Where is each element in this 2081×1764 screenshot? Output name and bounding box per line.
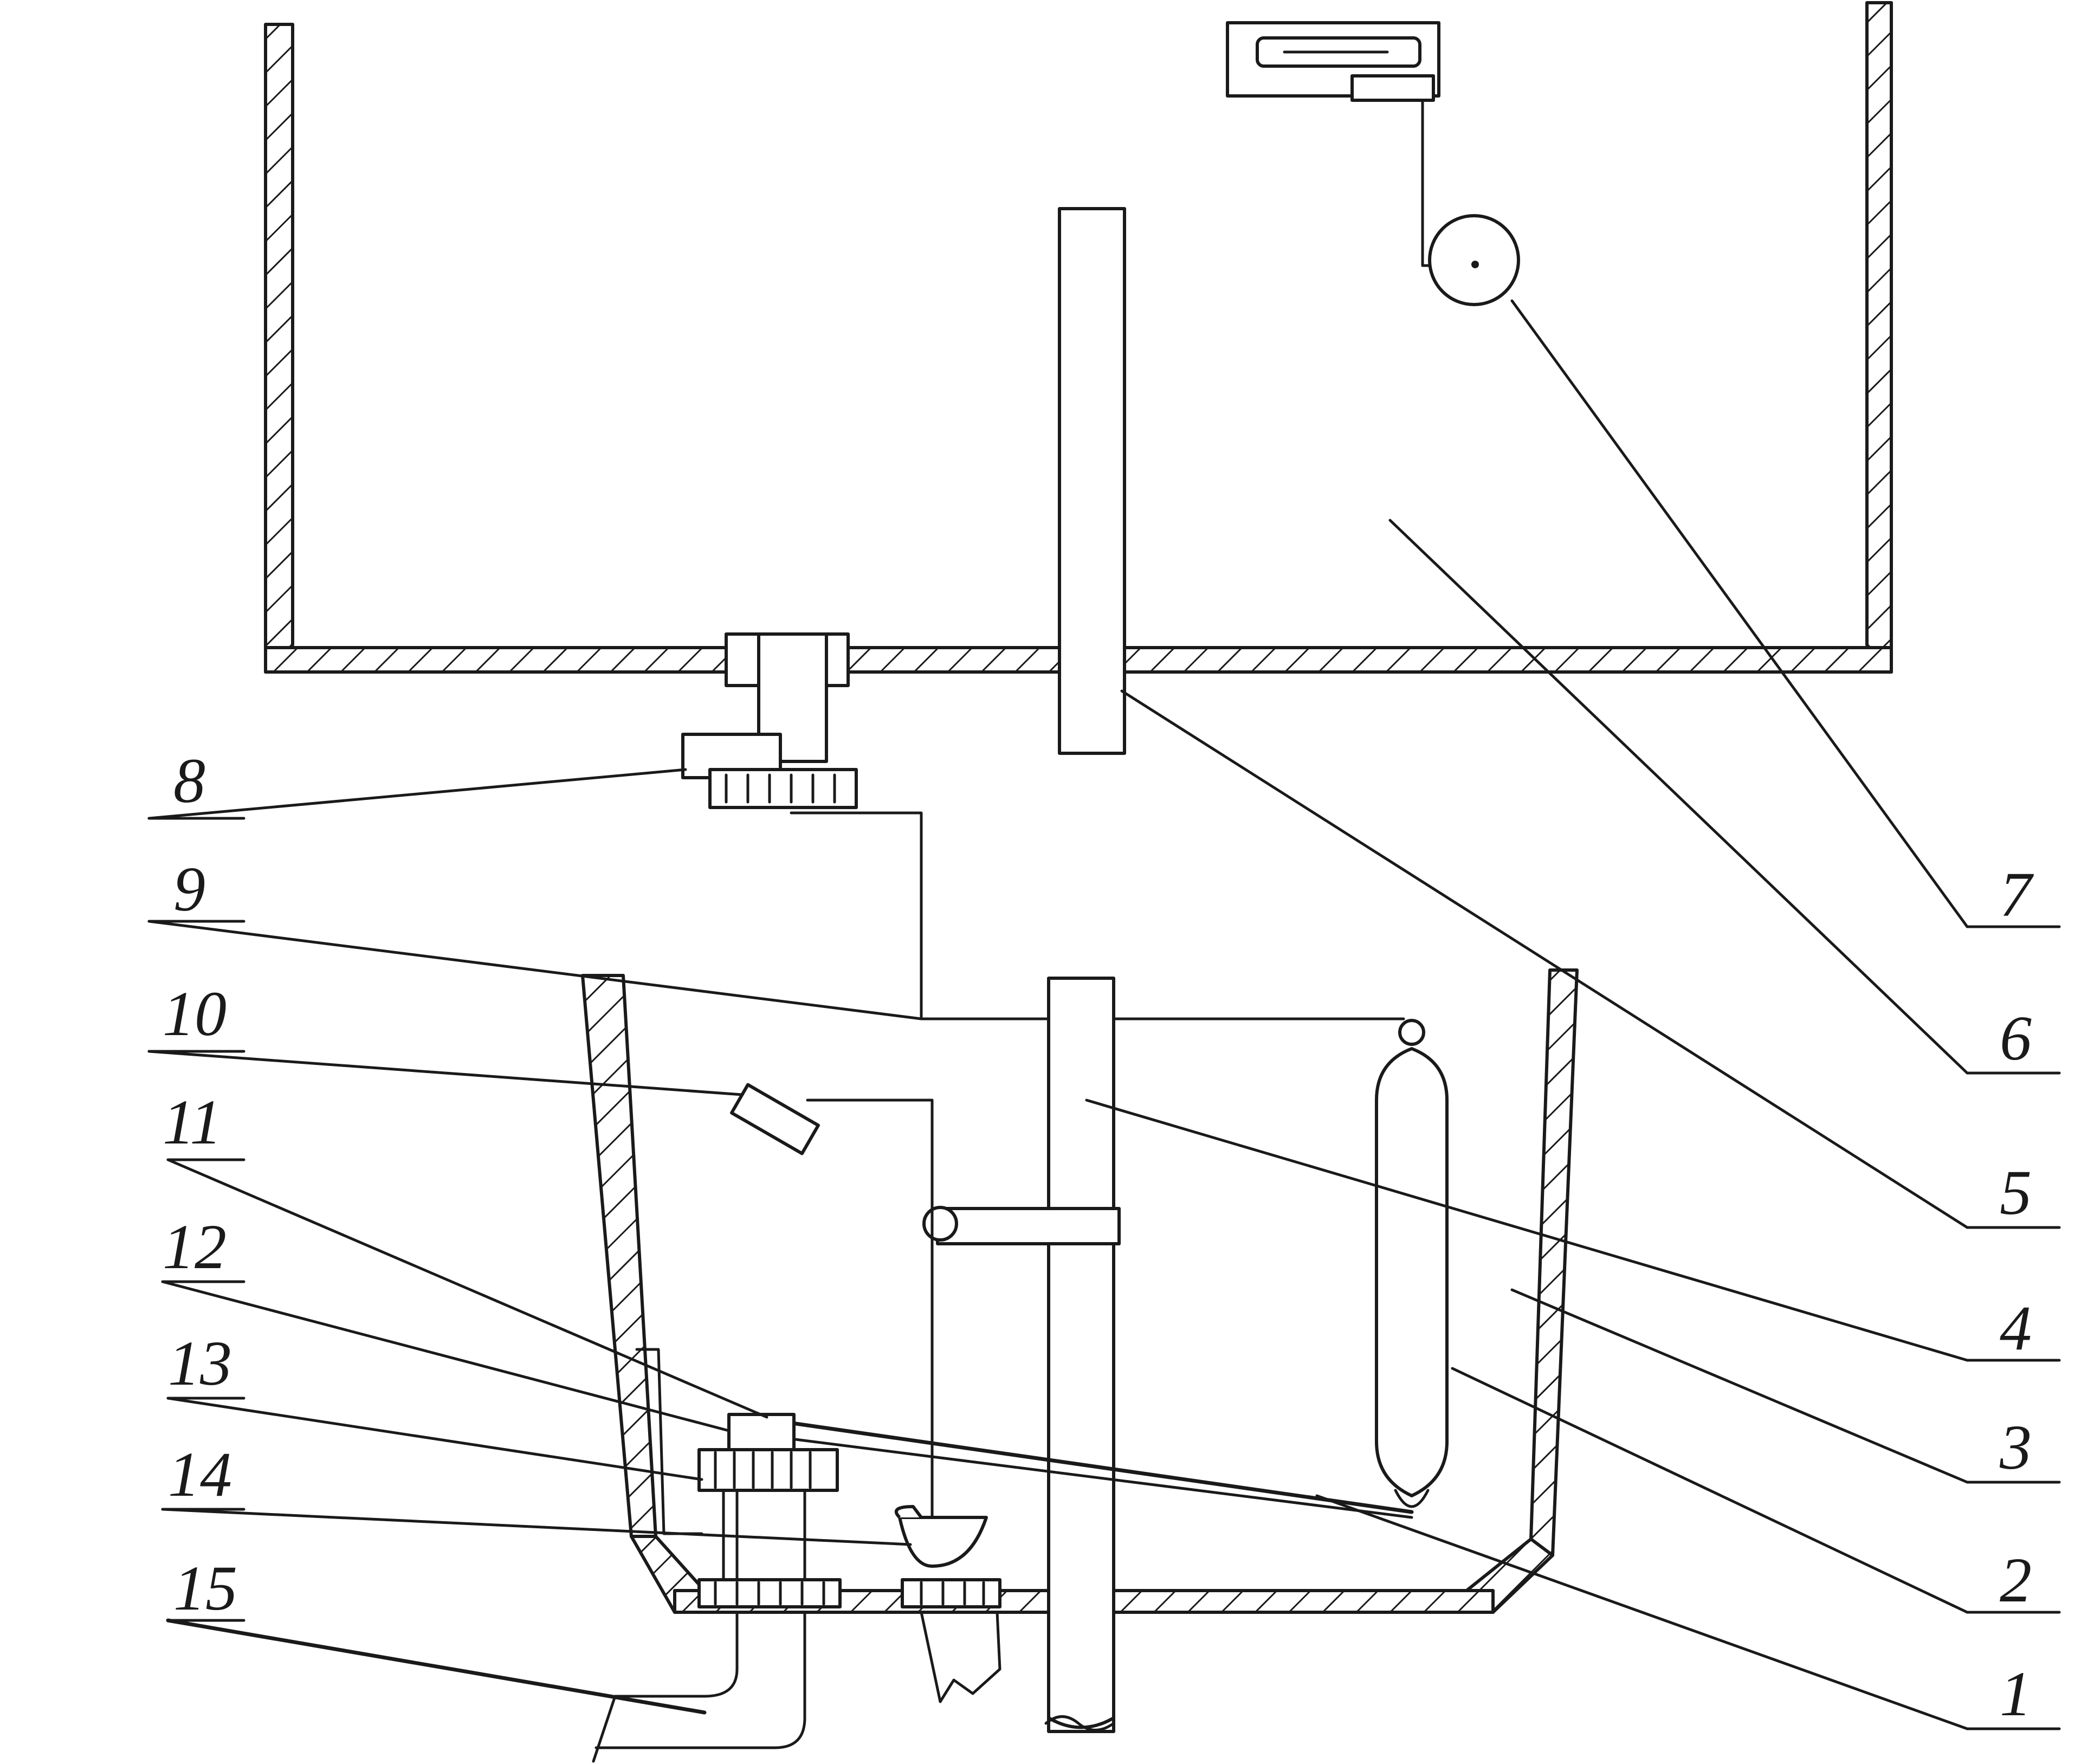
bracket-arm (936, 1207, 1121, 1245)
upper-tank-left-wall (264, 23, 294, 674)
label-1: 1 (2000, 1658, 2032, 1729)
float-switch-assembly (1226, 21, 1520, 306)
part-labels: 8 9 10 11 12 13 14 15 7 6 5 4 3 2 1 (163, 745, 2034, 1729)
gear-component-8 (708, 768, 858, 809)
label-15: 15 (173, 1553, 237, 1624)
bracket-pivot (922, 1206, 958, 1242)
label-5: 5 (2000, 1157, 2032, 1228)
label-12: 12 (163, 1211, 227, 1282)
leader-lines (147, 299, 1969, 1730)
upper-tank-right-wall (1865, 1, 1893, 674)
bottom-gear-racks (697, 1578, 1001, 1608)
outlet-fitting (681, 632, 1405, 1020)
label-8: 8 (173, 745, 205, 816)
lower-tank-right-wall (1529, 968, 1579, 1557)
label-3: 3 (1999, 1412, 2032, 1483)
lower-tank-left-wall (581, 974, 657, 1538)
switch-contact (1350, 74, 1435, 102)
label-underlines (147, 817, 2061, 1730)
cup (898, 1516, 988, 1568)
label-11: 11 (163, 1087, 222, 1158)
lower-pipe (1044, 977, 1115, 1733)
lever-rod-b (768, 1435, 1413, 1519)
label-4: 4 (2000, 1293, 2032, 1364)
gear-mechanism (697, 1413, 839, 1592)
label-10: 10 (163, 978, 227, 1049)
lever-rod-a (767, 1418, 1414, 1514)
float-ball (1428, 214, 1520, 306)
label-6: 6 (2000, 1003, 2032, 1074)
label-9: 9 (173, 854, 205, 925)
tilted-block (730, 1083, 820, 1155)
upper-pipe (1058, 207, 1126, 755)
lower-tank (581, 968, 1579, 1614)
cup-rim (895, 1505, 923, 1519)
bottom-outlet (592, 1611, 1001, 1763)
label-7: 7 (2000, 859, 2034, 930)
label-13: 13 (168, 1328, 232, 1399)
linkage-rod (790, 811, 1405, 1020)
elongated-float (1375, 1019, 1449, 1508)
label-14: 14 (168, 1439, 232, 1510)
label-2: 2 (2000, 1545, 2032, 1616)
